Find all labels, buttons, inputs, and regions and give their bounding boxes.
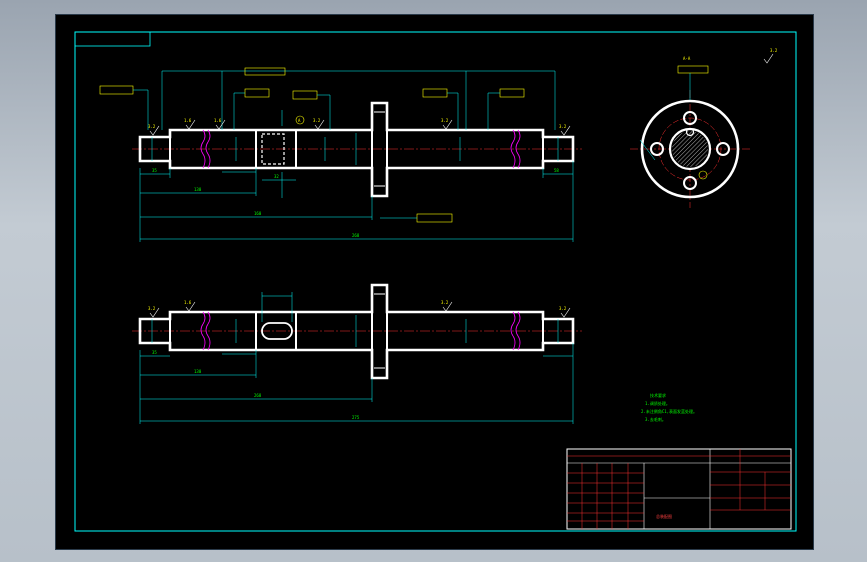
top-ra-4: 3.2 [313, 118, 321, 123]
section-view [630, 53, 774, 208]
tech-req-line-1: 1.调质处理。 [645, 400, 670, 406]
bottom-dim-35: 35 [152, 350, 157, 355]
top-dim-35: 35 [152, 168, 157, 173]
top-roughness-marks [149, 119, 571, 136]
bottom-dim-130: 130 [194, 369, 202, 374]
top-ra-3: 1.6 [214, 118, 222, 123]
top-shaft-view [99, 67, 582, 242]
tech-req-heading: 技术要求 [650, 392, 666, 398]
top-ra-2: 1.6 [184, 118, 192, 123]
top-dim-160: 160 [254, 211, 262, 216]
tech-req-line-3: 3.去毛刺。 [645, 416, 666, 422]
bottom-ra-3: 3.2 [441, 300, 449, 305]
top-ra-6: 3.2 [559, 124, 567, 129]
bottom-dim-268: 268 [254, 393, 262, 398]
drawing-border [74, 31, 797, 532]
keyway-slot [261, 322, 293, 340]
top-ra-5: 3.2 [441, 118, 449, 123]
title-block-name: 总装配图 [656, 513, 672, 519]
flange-outer-circle [640, 99, 740, 199]
drawing-sheet [55, 14, 814, 550]
bottom-ra-1: 3.2 [148, 306, 156, 311]
top-dim-58: 58 [554, 168, 559, 173]
bottom-ra-4: 3.2 [559, 306, 567, 311]
section-mark-label: A [298, 118, 301, 123]
bottom-dim-275: 275 [352, 415, 360, 420]
tech-req-line-2: 2.未注倒角C1,表面发蓝处理。 [641, 408, 697, 414]
section-ra: 3.2 [770, 48, 778, 53]
title-block [566, 448, 792, 530]
top-ra-1: 3.2 [148, 124, 156, 129]
section-label: A-A [683, 56, 691, 61]
bottom-roughness-marks [149, 301, 571, 318]
top-shaft-outline [138, 101, 575, 198]
top-dim-32: 32 [274, 174, 279, 179]
top-dim-268: 268 [352, 233, 360, 238]
corner-label-box [74, 31, 151, 47]
bottom-shaft-outline [138, 283, 575, 380]
top-dim-130: 130 [194, 187, 202, 192]
bottom-shaft-view [132, 283, 582, 424]
bottom-ra-2: 1.6 [184, 300, 192, 305]
